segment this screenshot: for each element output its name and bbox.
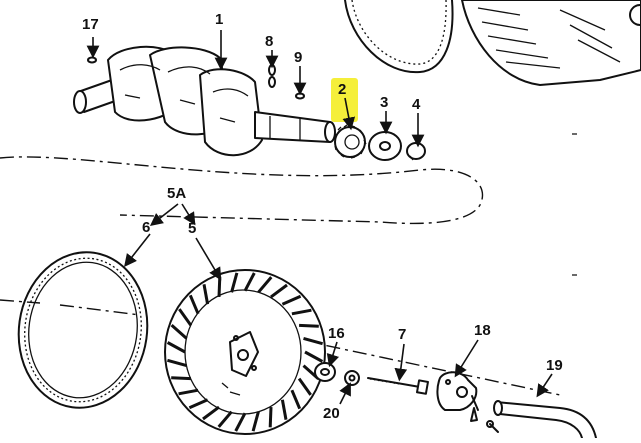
label-part-4: 4 (412, 96, 421, 113)
fan-vane (202, 284, 210, 305)
label-part-2: 2 (338, 81, 346, 98)
leader-lines (86, 30, 553, 405)
part-4-circlip (406, 142, 426, 161)
assembly-centerline-upper (0, 156, 484, 225)
upper-flywheel-fan-fragment (461, 0, 641, 86)
right-edge-mark (572, 133, 577, 276)
fan-vane (297, 377, 312, 396)
fan-vane (281, 294, 302, 306)
fan-vane (230, 272, 239, 293)
label-part-20: 20 (323, 405, 340, 422)
label-part-17: 17 (82, 16, 99, 33)
fan-vane (268, 407, 273, 428)
fan-vane (270, 283, 288, 299)
label-part-5: 5 (188, 220, 196, 237)
fan-vane (178, 388, 199, 396)
fan-vane (202, 405, 220, 421)
part-16-nut (314, 362, 336, 382)
part-2-highlight (331, 78, 358, 122)
label-part-3: 3 (380, 94, 388, 111)
fan-vane (170, 323, 188, 340)
fan-vane (171, 376, 191, 381)
fan-vane (243, 272, 256, 292)
fan-vane (166, 341, 186, 354)
part-5-flywheel-fan (164, 269, 326, 435)
label-part-7: 7 (398, 326, 406, 343)
fan-vane (217, 276, 222, 297)
fan-vane (303, 336, 324, 346)
label-part-5a: 5A (167, 185, 186, 202)
label-part-8: 8 (265, 33, 273, 50)
upper-ring-gear-fragment (344, 0, 454, 74)
part-8-dowel (268, 64, 276, 88)
fan-vane (299, 323, 319, 328)
part-17-key (87, 56, 97, 64)
label-part-6: 6 (142, 219, 150, 236)
part-18-bracket (436, 371, 499, 433)
label-part-9: 9 (294, 49, 302, 66)
part-7-bolt (367, 377, 429, 395)
fan-vane (188, 294, 200, 315)
label-part-1: 1 (215, 11, 223, 28)
fan-vane (290, 389, 302, 410)
fan-vane (188, 398, 209, 410)
part-9-washer (295, 92, 305, 100)
fan-vane (166, 358, 187, 368)
label-part-19: 19 (546, 357, 563, 374)
part-19-link-rod (493, 400, 597, 439)
fan-vane (178, 308, 193, 327)
fan-vane (257, 276, 273, 294)
label-part-16: 16 (328, 325, 345, 342)
part-2-gear (334, 124, 367, 159)
part-20-washer (344, 370, 360, 386)
label-part-18: 18 (474, 322, 491, 339)
assembly-centerline-lower (0, 299, 561, 396)
fan-vane (304, 350, 324, 363)
fan-vane (291, 308, 312, 316)
part-3-washer (368, 131, 402, 161)
fan-vane (280, 399, 288, 420)
fan-vane (217, 410, 233, 428)
fan-vane (251, 411, 260, 432)
part-6-ring-gear (17, 251, 149, 409)
fan-vane (234, 412, 247, 432)
crankshaft-part-1 (73, 45, 336, 157)
